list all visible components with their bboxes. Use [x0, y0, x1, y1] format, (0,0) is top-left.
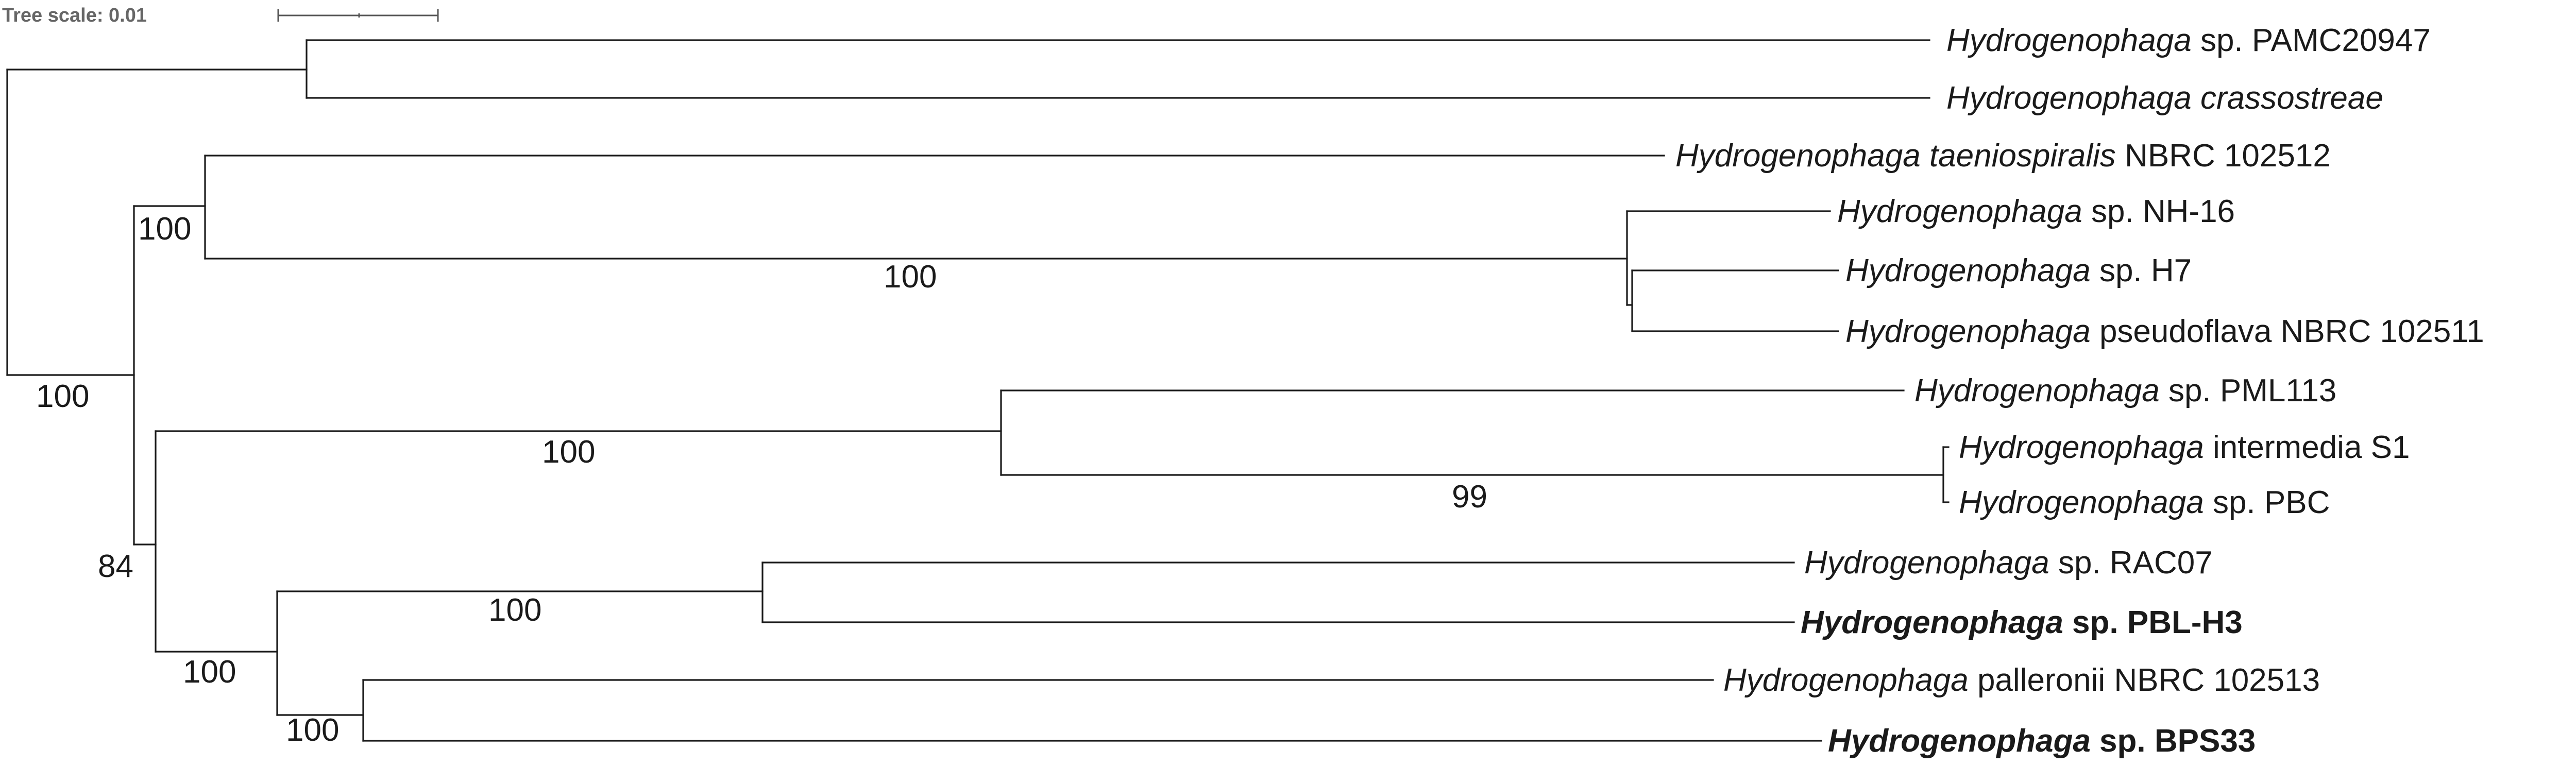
- leaf-label-highlighted: Hydrogenophaga sp. PBL-H3: [1801, 605, 2243, 640]
- support-values: 100 100 100 100 99 84 100 100 100: [36, 211, 1487, 748]
- support-value: 100: [488, 592, 541, 628]
- tree-scale-label: Tree scale: 0.01: [2, 5, 147, 26]
- leaf-label: Hydrogenophaga intermedia S1: [1959, 430, 2410, 465]
- support-value: 100: [183, 654, 236, 690]
- support-value: 100: [138, 211, 191, 247]
- support-value: 100: [286, 712, 339, 748]
- support-value: 100: [542, 434, 595, 470]
- leaf-label: Hydrogenophaga sp. RAC07: [1804, 545, 2213, 581]
- support-value: 100: [884, 259, 937, 295]
- leaf-label: Hydrogenophaga pseudoflava NBRC 102511: [1845, 314, 2484, 349]
- support-value: 99: [1452, 479, 1487, 515]
- leaf-label: Hydrogenophaga sp. PML113: [1914, 373, 2336, 408]
- leaf-labels: Hydrogenophaga sp. PAMC20947 Hydrogenoph…: [1675, 23, 2484, 759]
- tree-scale: Tree scale: 0.01: [2, 5, 439, 26]
- leaf-label: Hydrogenophaga palleronii NBRC 102513: [1723, 662, 2320, 698]
- leaf-label: Hydrogenophaga sp. PBC: [1959, 485, 2330, 520]
- tree-branches: [6, 39, 1950, 742]
- leaf-label: Hydrogenophaga taeniospiralis NBRC 10251…: [1675, 138, 2331, 174]
- leaf-label: Hydrogenophaga crassostreae: [1946, 80, 2383, 116]
- leaf-label: Hydrogenophaga sp. H7: [1845, 253, 2192, 288]
- leaf-label: Hydrogenophaga sp. PAMC20947: [1946, 23, 2431, 58]
- support-value: 84: [98, 549, 133, 584]
- support-value: 100: [36, 379, 89, 414]
- leaf-label-highlighted: Hydrogenophaga sp. BPS33: [1828, 723, 2256, 759]
- leaf-label: Hydrogenophaga sp. NH-16: [1837, 194, 2235, 229]
